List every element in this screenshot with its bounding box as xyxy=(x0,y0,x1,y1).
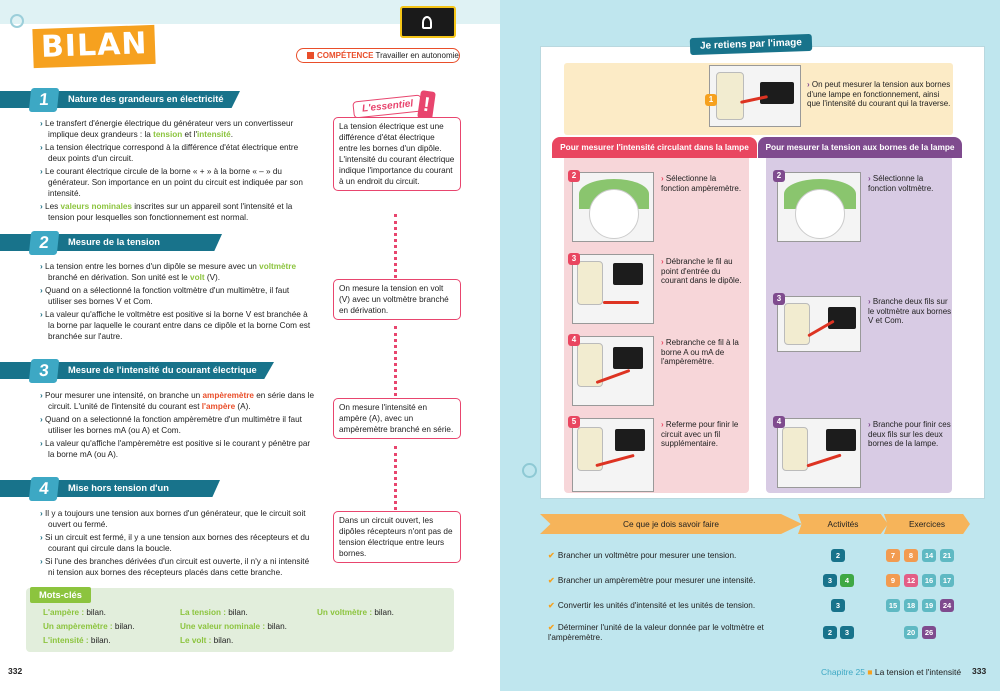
exercise-badge: 9 xyxy=(886,574,900,587)
circuit-photo xyxy=(777,418,861,488)
exercise-badge: 19 xyxy=(922,599,936,612)
table-row: ✔Convertir les unités d'intensité et les… xyxy=(548,601,756,610)
bilan-title: BILAN xyxy=(32,24,157,69)
activity-badge: 2 xyxy=(823,626,837,639)
intensity-step-caption: › Sélectionne la fonction ampèremètre. xyxy=(661,174,742,193)
exercise-badge: 17 xyxy=(940,574,954,587)
power-icon xyxy=(522,463,537,478)
keyword-item: L'ampère : bilan. xyxy=(43,608,106,617)
section-1-number: 1 xyxy=(28,88,60,112)
table-row: ✔Déterminer l'unité de la valeur donnée … xyxy=(548,623,764,642)
keyword-item: Un voltmètre : bilan. xyxy=(317,608,394,617)
table-header-skills: Ce que je dois savoir faire xyxy=(540,514,802,534)
intensity-column-title: Pour mesurer l'intensité circulant dans … xyxy=(552,137,757,158)
section-4-title: Mise hors tension d'un appareil xyxy=(30,480,220,497)
lamp-icon xyxy=(400,6,456,38)
section-4-header: 4 Mise hors tension d'un appareil xyxy=(0,477,240,501)
keyword-item: Le volt : bilan. xyxy=(180,636,234,645)
circuit-photo xyxy=(572,254,654,324)
tension-step-caption: › Sélectionne la fonction voltmètre. xyxy=(868,174,934,193)
essentiel-1: La tension électrique est une différence… xyxy=(333,117,461,191)
multimeter-photo xyxy=(572,172,654,242)
section-2-header: 2 Mesure de la tension électrique xyxy=(0,231,240,255)
step-badge: 2 xyxy=(568,170,580,182)
activity-badge: 3 xyxy=(831,599,845,612)
power-icon xyxy=(10,14,24,28)
step-badge: 3 xyxy=(773,293,785,305)
left-page: BILAN COMPÉTENCE Travailler en autonomie… xyxy=(0,0,500,676)
exercise-badge: 24 xyxy=(940,599,954,612)
competence-text: Travailler en autonomie xyxy=(375,51,459,60)
exercise-badge: 12 xyxy=(904,574,918,587)
activity-badge: 4 xyxy=(840,574,854,587)
table-header-activities: Activités xyxy=(798,514,888,534)
exercise-badge: 26 xyxy=(922,626,936,639)
section-4-number: 4 xyxy=(28,477,60,501)
essentiel-tag: L'essentiel xyxy=(352,94,423,119)
section-2-text: › La tension entre les bornes d'un dipôl… xyxy=(40,262,311,341)
table-header-exercises: Exercices xyxy=(884,514,970,534)
activity-badge: 2 xyxy=(831,549,845,562)
exercise-badge: 18 xyxy=(904,599,918,612)
exclamation-icon: ! xyxy=(417,90,436,120)
competence-label: COMPÉTENCE xyxy=(317,51,374,60)
intensity-step-caption: › Débranche le fil au point d'entrée du … xyxy=(661,257,742,286)
intensity-step-caption: › Referme pour finir le circuit avec un … xyxy=(661,420,739,449)
tension-step-caption: › Branche deux fils sur le voltmètre aux… xyxy=(868,297,952,326)
mots-cles-box xyxy=(26,588,454,652)
exercise-badge: 16 xyxy=(922,574,936,587)
section-1-title: Nature des grandeurs en électricité xyxy=(30,91,240,108)
right-page: Je retiens par l'image 1 › On peut mesur… xyxy=(500,0,1000,691)
exercise-badge: 20 xyxy=(904,626,918,639)
exercise-badge: 21 xyxy=(940,549,954,562)
footer-chapter: Chapitre 25 ■ La tension et l'intensité xyxy=(821,667,962,677)
keyword-item: Une valeur nominale : bilan. xyxy=(180,622,287,631)
exercise-badge: 15 xyxy=(886,599,900,612)
section-3-header: 3 Mesure de l'intensité du courant élect… xyxy=(0,359,280,383)
step-badge: 2 xyxy=(773,170,785,182)
activity-badge: 3 xyxy=(840,626,854,639)
exercise-badge: 14 xyxy=(922,549,936,562)
keyword-item: La tension : bilan. xyxy=(180,608,248,617)
mots-cles-label: Mots-clés xyxy=(30,587,91,603)
multimeter-photo xyxy=(777,172,861,242)
essentiel-3: On mesure l'intensité en ampère (A), ave… xyxy=(333,398,461,439)
section-2-title: Mesure de la tension électrique xyxy=(30,234,222,251)
table-row: ✔Brancher un ampèremètre pour mesurer un… xyxy=(548,576,756,585)
circuit-photo xyxy=(572,336,654,406)
section-1-header: 1 Nature des grandeurs en électricité xyxy=(0,88,240,112)
step-badge: 5 xyxy=(568,416,580,428)
section-2-number: 2 xyxy=(28,231,60,255)
section-3-number: 3 xyxy=(28,359,60,383)
page-number-right: 333 xyxy=(972,666,987,676)
page-number-left: 332 xyxy=(8,666,23,676)
intensity-step-caption: › Rebranche ce fil à la borne A ou mA de… xyxy=(661,338,739,367)
circuit-photo xyxy=(777,296,861,352)
section-3-title: Mesure de l'intensité du courant électri… xyxy=(30,362,274,379)
step-badge: 4 xyxy=(773,416,785,428)
tension-column-title: Pour mesurer la tension aux bornes de la… xyxy=(758,137,962,158)
circuit-photo xyxy=(709,65,801,127)
essentiel-2: On mesure la tension en volt (V) avec un… xyxy=(333,279,461,320)
essentiel-4: Dans un circuit ouvert, les dipôles réce… xyxy=(333,511,461,563)
top-caption: › On peut mesurer la tension aux bornes … xyxy=(807,80,951,109)
keyword-item: Un ampèremètre : bilan. xyxy=(43,622,135,631)
step-badge: 3 xyxy=(568,253,580,265)
table-row: ✔Brancher un voltmètre pour mesurer une … xyxy=(548,551,737,560)
circuit-photo xyxy=(572,418,654,492)
dotted-connector xyxy=(394,214,397,278)
exercise-badge: 7 xyxy=(886,549,900,562)
section-3-text: › Pour mesurer une intensité, on branche… xyxy=(40,391,315,459)
keyword-item: L'intensité : bilan. xyxy=(43,636,111,645)
section-1-text: › Le transfert d'énergie électrique du g… xyxy=(40,119,303,222)
activity-badge: 3 xyxy=(823,574,837,587)
section-4-text: › Il y a toujours une tension aux bornes… xyxy=(40,509,310,577)
exercise-badge: 8 xyxy=(904,549,918,562)
step-badge: 4 xyxy=(568,334,580,346)
dotted-connector xyxy=(394,326,397,396)
step-badge: 1 xyxy=(705,94,717,106)
competence-box: COMPÉTENCE Travailler en autonomie xyxy=(296,48,460,63)
dotted-connector xyxy=(394,446,397,510)
tension-step-caption: › Branche pour finir ces deux fils sur l… xyxy=(868,420,951,449)
